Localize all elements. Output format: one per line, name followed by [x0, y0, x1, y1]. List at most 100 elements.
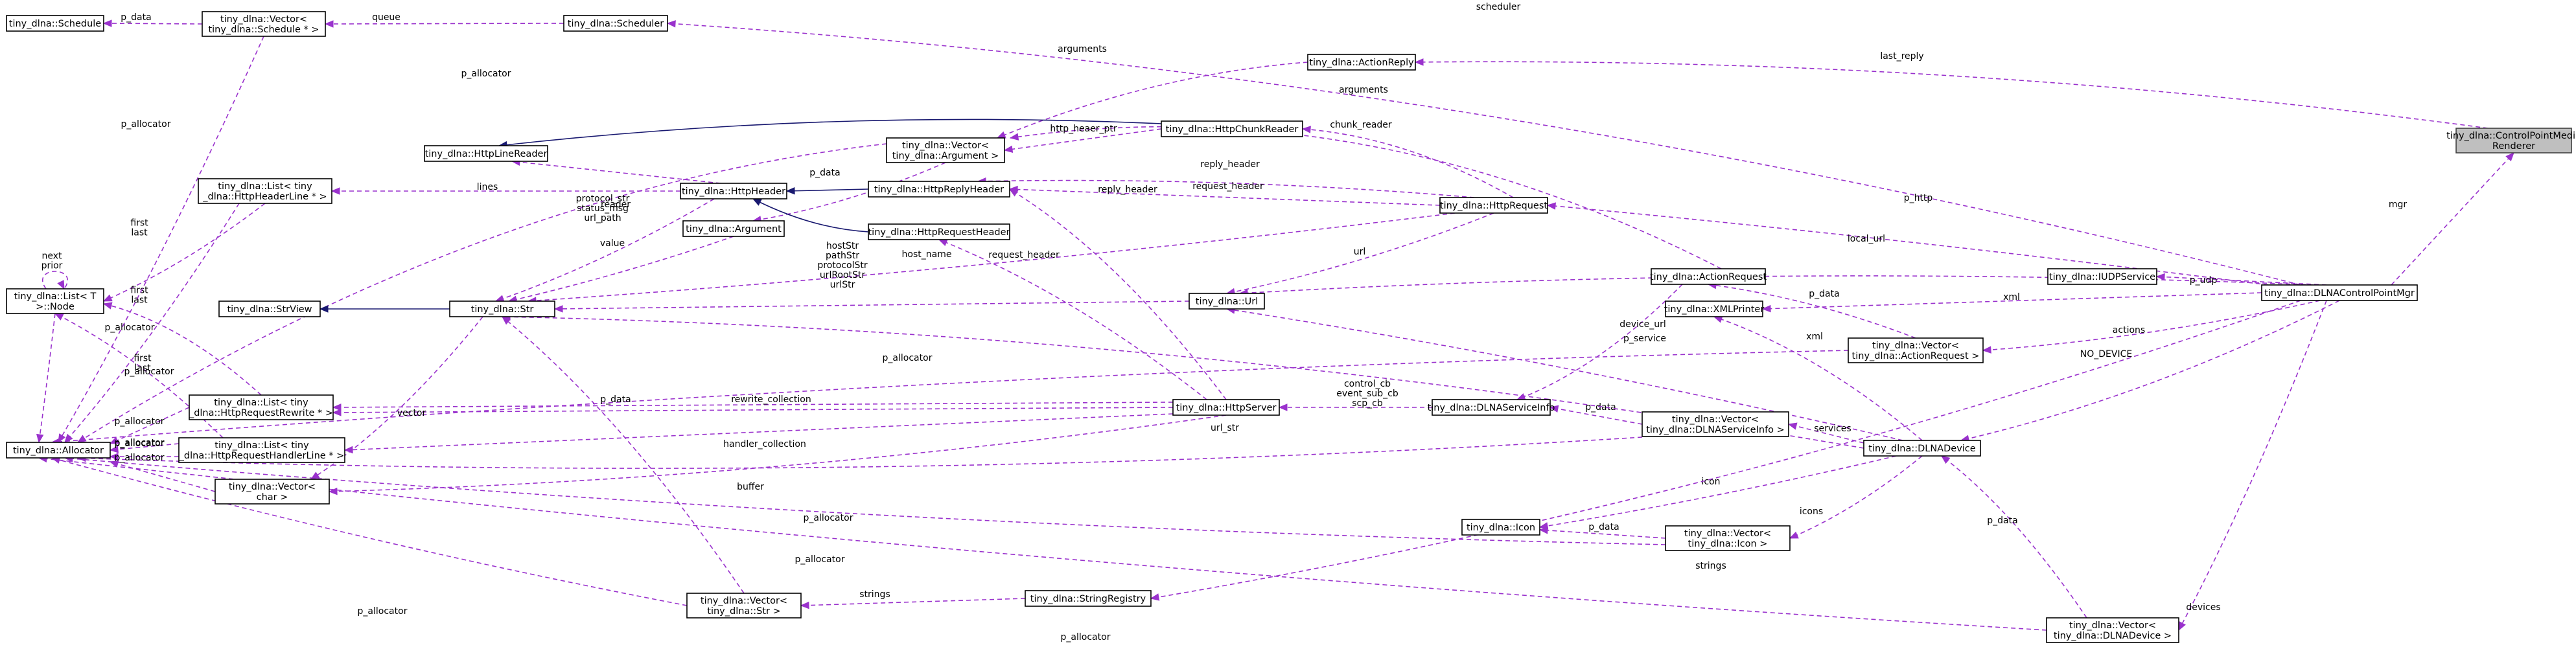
edge-line — [667, 23, 2301, 286]
class-node-vec-actionrequest[interactable]: tiny_dlna::Vector<tiny_dlna::ActionReque… — [1848, 337, 1984, 363]
edge-arrowhead — [109, 453, 119, 460]
edge-line — [310, 316, 483, 480]
class-node-chunkreader[interactable]: tiny_dlna::HttpChunkReader — [1161, 120, 1303, 137]
class-node-vec-str[interactable]: tiny_dlna::Vector<tiny_dlna::Str > — [686, 593, 802, 619]
node-label: tiny_dlna::Str > — [707, 606, 780, 617]
edge-line — [498, 119, 1162, 146]
class-node-vec-char[interactable]: tiny_dlna::Vector<char > — [215, 479, 330, 505]
class-node-xmlprinter[interactable]: tiny_dlna::XMLPrinter — [1664, 301, 1765, 317]
node-label: tiny_dlna::Str — [471, 304, 534, 315]
edge-label: mgr — [2389, 199, 2408, 210]
edge-label: prior — [41, 261, 63, 271]
node-label: tiny_dlna::Vector< — [1684, 528, 1771, 539]
class-node-httprequest[interactable]: tiny_dlna::HttpRequest — [1439, 197, 1548, 214]
node-label: tiny_dlna::Argument — [686, 224, 782, 234]
edge-label: p_allocator — [804, 513, 853, 523]
node-box — [682, 220, 785, 237]
edge-e2: queue — [324, 12, 564, 28]
class-node-httpheader[interactable]: tiny_dlna::HttpHeader — [680, 183, 787, 199]
edge-e46: icons — [1789, 455, 1923, 539]
node-label: tiny_dlna::Icon > — [1688, 539, 1768, 549]
node-label: tiny_dlna::Schedule — [9, 19, 102, 29]
edge-line — [1302, 128, 1514, 198]
edge-line — [502, 316, 1864, 449]
node-box — [1642, 411, 1789, 437]
node-label: tiny_dlna::ActionRequest — [1650, 272, 1767, 282]
class-node-actionrequest[interactable]: tiny_dlna::ActionRequest — [1650, 268, 1767, 285]
edge-label: handler_collection — [723, 439, 806, 449]
edge-label: pathStr — [826, 251, 859, 261]
edge-label: p_allocator — [1061, 632, 1111, 642]
class-node-list-handler[interactable]: tiny_dlna::List< tiny_dlna::HttpRequestH… — [178, 437, 345, 463]
node-box — [198, 178, 332, 204]
edge-label: strings — [859, 589, 890, 600]
class-node-replyheader[interactable]: tiny_dlna::HttpReplyHeader — [868, 181, 1010, 198]
node-label: _dlna::HttpRequestRewrite * > — [189, 408, 333, 418]
class-node-list-node[interactable]: tiny_dlna::List< T>::Node — [6, 288, 104, 314]
edge-e61: p_allocator — [109, 438, 180, 453]
class-node-icon[interactable]: tiny_dlna::Icon — [1461, 519, 1540, 536]
node-label: tiny_dlna::HttpServer — [1176, 403, 1277, 413]
edge-label: p_allocator — [124, 367, 174, 377]
edge-arrowhead — [1549, 405, 1559, 413]
node-label: tiny_dlna::DLNAServiceInfo — [1428, 403, 1555, 413]
class-node-ctrlmgr[interactable]: tiny_dlna::DLNAControlPointMgr — [2261, 284, 2418, 301]
class-node-allocator[interactable]: tiny_dlna::Allocator — [6, 442, 111, 459]
class-node-scheduler[interactable]: tiny_dlna::Scheduler — [563, 15, 668, 32]
edge-label: xml — [2003, 292, 2020, 302]
class-node-dlnadevice[interactable]: tiny_dlna::DLNADevice — [1863, 440, 1981, 457]
edge-line — [2156, 276, 2327, 286]
edge-e69 — [501, 316, 745, 594]
edge-e7: arguments — [1009, 85, 1722, 269]
class-node-list-headerline[interactable]: tiny_dlna::List< tiny_dlna::HttpHeaderLi… — [198, 178, 332, 204]
edge-arrowhead — [553, 305, 563, 313]
class-node-argument[interactable]: tiny_dlna::Argument — [682, 220, 785, 237]
class-node-vec-dlnadevice[interactable]: tiny_dlna::Vector<tiny_dlna::DLNADevice … — [2046, 617, 2179, 643]
edge-line — [1415, 61, 2489, 129]
class-node-vec-serviceinfo[interactable]: tiny_dlna::Vector<tiny_dlna::DLNAService… — [1642, 411, 1789, 437]
node-box — [2261, 284, 2418, 301]
class-node-str[interactable]: tiny_dlna::Str — [449, 301, 555, 317]
node-label: tiny_dlna::HttpRequest — [1440, 201, 1548, 211]
edge-line — [502, 316, 745, 594]
edge-e48: p_allocator — [64, 455, 1666, 565]
edge-arrowhead — [1008, 185, 1018, 194]
edge-line — [554, 301, 1190, 310]
class-node-httpserver[interactable]: tiny_dlna::HttpServer — [1172, 399, 1280, 416]
class-node-iudp[interactable]: tiny_dlna::IUDPService — [2047, 268, 2157, 285]
edge-e26: xml — [1761, 292, 2262, 313]
node-box — [1432, 399, 1551, 416]
edge-line — [1009, 188, 1441, 206]
edge-e5: mgr — [2389, 152, 2514, 286]
class-node-linereader[interactable]: tiny_dlna::HttpLineReader — [424, 145, 548, 162]
edge-label: actions — [2113, 325, 2145, 335]
edge-arrowhead — [76, 435, 87, 443]
class-node-stringregistry[interactable]: tiny_dlna::StringRegistry — [1025, 590, 1152, 607]
class-node-vec-icon[interactable]: tiny_dlna::Vector<tiny_dlna::Icon > — [1665, 525, 1791, 551]
edge-line — [1982, 300, 2321, 351]
edge-e60: p_allocator — [109, 407, 190, 444]
class-node-list-rewrite[interactable]: tiny_dlna::List< tiny_dlna::HttpRequestR… — [189, 394, 334, 420]
edge-e43: buffer — [328, 414, 1227, 495]
edge-line — [752, 162, 946, 221]
class-node-schedule[interactable]: tiny_dlna::Schedule — [6, 15, 104, 32]
edge-line — [64, 203, 240, 443]
edge-e40: handler_collection — [343, 413, 1174, 454]
class-node-vec-schedule[interactable]: tiny_dlna::Vector<tiny_dlna::Schedule * … — [202, 11, 326, 37]
class-node-serviceinfo[interactable]: tiny_dlna::DLNAServiceInfo — [1428, 399, 1555, 416]
class-node-url[interactable]: tiny_dlna::Url — [1189, 293, 1265, 310]
class-node-actionreply[interactable]: tiny_dlna::ActionReply — [1307, 54, 1416, 71]
class-node-strview[interactable]: tiny_dlna::StrView — [218, 301, 321, 317]
edge-label: scp_cb — [1352, 398, 1383, 409]
edge-label: p_allocator — [121, 119, 171, 130]
class-node-requestheader[interactable]: tiny_dlna::HttpRequestHeader — [868, 223, 1010, 240]
node-label: Renderer — [2492, 141, 2535, 152]
edge-line — [1789, 455, 1923, 539]
edge-e3: scheduler — [666, 2, 2301, 286]
class-node-vec-argument[interactable]: tiny_dlna::Vector<tiny_dlna::Argument > — [886, 137, 1005, 163]
edge-label: p_allocator — [358, 606, 408, 617]
edge-arrowhead — [800, 601, 809, 609]
